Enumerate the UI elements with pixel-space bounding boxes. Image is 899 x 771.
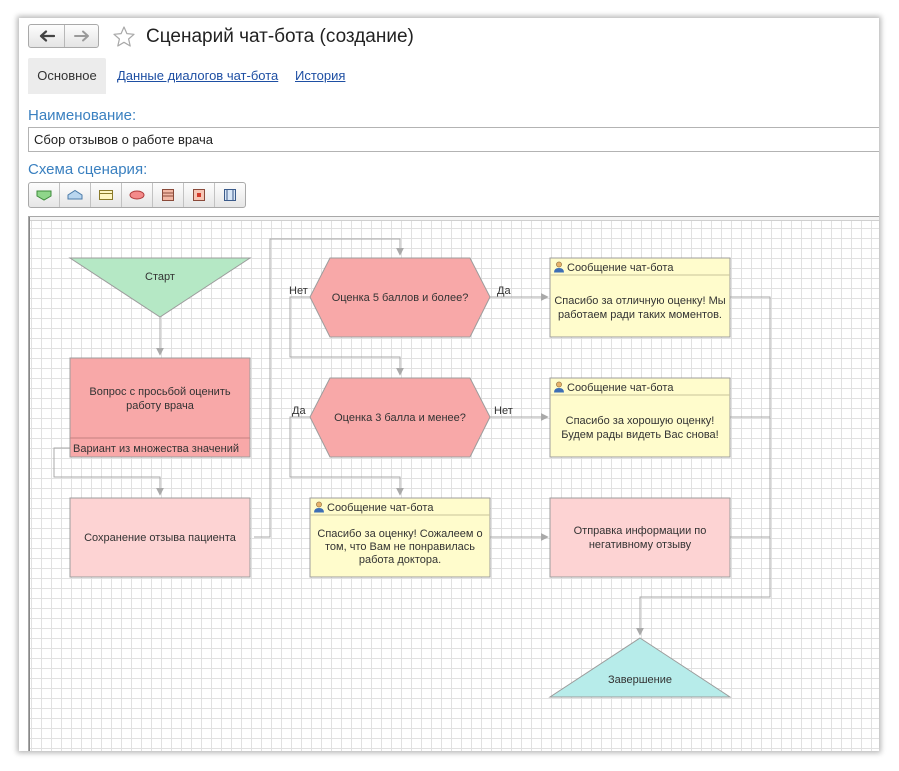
schema-label: Схема сценария: xyxy=(28,161,148,178)
node-message-2-line1: Спасибо за хорошую оценку! xyxy=(566,415,715,427)
node-start[interactable]: Старт xyxy=(68,257,252,318)
tab-main[interactable]: Основное xyxy=(28,58,106,94)
add-action-button[interactable] xyxy=(122,183,153,207)
edge-label-q3-yes: Да xyxy=(292,405,306,417)
node-negative-feedback[interactable]: Отправка информации по негативному отзыв… xyxy=(549,497,731,578)
schema-canvas[interactable]: Нет Да Да Нет Старт Вопрос с просьбой оц… xyxy=(28,216,879,751)
save-shape-icon xyxy=(193,189,205,201)
node-message-3-header: Сообщение чат-бота xyxy=(327,502,434,514)
star-icon xyxy=(113,26,135,47)
node-message-1-header: Сообщение чат-бота xyxy=(567,262,674,274)
back-button[interactable] xyxy=(29,25,65,47)
node-negative-line2: негативному отзыву xyxy=(589,539,692,551)
add-start-button[interactable] xyxy=(29,183,60,207)
favorite-button[interactable] xyxy=(112,25,136,49)
node-save[interactable]: Сохранение отзыва пациента xyxy=(69,497,251,578)
node-ask[interactable]: Вопрос с просьбой оценить работу врача В… xyxy=(69,357,251,458)
node-question-5[interactable]: Оценка 5 баллов и более? xyxy=(309,257,491,338)
name-input[interactable] xyxy=(28,127,879,152)
edge-q5-no-q3 xyxy=(289,296,404,376)
user-icon xyxy=(314,501,324,513)
scenario-diagram: Нет Да Да Нет Старт Вопрос с просьбой оц… xyxy=(53,238,771,698)
tab-history[interactable]: История xyxy=(295,68,346,83)
page-title: Сценарий чат-бота (создание) xyxy=(146,26,414,47)
node-question-5-label: Оценка 5 баллов и более? xyxy=(332,292,469,304)
node-message-3-line3: работа доктора. xyxy=(359,554,441,566)
name-label: Наименование: xyxy=(28,107,137,124)
node-start-label: Старт xyxy=(145,271,175,283)
add-end-button[interactable] xyxy=(60,183,91,207)
edge-save-q5 xyxy=(254,238,404,538)
node-message-3-line2: том, что Вам не понравилась xyxy=(325,541,475,553)
node-message-1-line1: Спасибо за отличную оценку! Мы xyxy=(554,295,725,307)
node-ask-line2: работу врача xyxy=(126,400,195,412)
forward-button[interactable] xyxy=(64,25,99,47)
end-shape-icon xyxy=(67,189,83,200)
question-shape-icon xyxy=(162,189,174,201)
node-negative-line1: Отправка информации по xyxy=(574,525,707,537)
add-message-button[interactable] xyxy=(91,183,122,207)
user-icon xyxy=(554,261,564,273)
node-message-1[interactable]: Сообщение чат-бота Спасибо за отличную о… xyxy=(549,257,731,338)
edge-ask-save xyxy=(53,447,164,496)
navigation-buttons xyxy=(28,24,99,48)
edge-label-q3-no: Нет xyxy=(494,405,513,417)
form-window: Сценарий чат-бота (создание) Основное Да… xyxy=(19,18,879,751)
edge-q3-yes-msg3 xyxy=(289,416,404,496)
node-message-1-line2: работаем ради таких моментов. xyxy=(558,309,722,321)
action-shape-icon xyxy=(129,190,145,200)
node-end[interactable]: Завершение xyxy=(548,637,732,698)
node-ask-line1: Вопрос с просьбой оценить xyxy=(89,386,230,398)
node-end-label: Завершение xyxy=(608,674,672,686)
arrow-left-icon xyxy=(39,30,55,42)
schema-toolbar xyxy=(28,182,246,208)
node-message-2-line2: Будем рады видеть Вас снова! xyxy=(561,429,718,441)
node-question-3[interactable]: Оценка 3 балла и менее? xyxy=(309,377,491,458)
arrow-right-icon xyxy=(73,30,89,42)
node-message-2[interactable]: Сообщение чат-бота Спасибо за хорошую оц… xyxy=(549,377,731,458)
node-message-3[interactable]: Сообщение чат-бота Спасибо за оценку! Со… xyxy=(309,497,491,578)
edge-label-q5-no: Нет xyxy=(289,285,308,297)
add-save-button[interactable] xyxy=(184,183,215,207)
user-icon xyxy=(554,381,564,393)
node-ask-footer: Вариант из множества значений xyxy=(73,443,239,455)
node-message-3-line1: Спасибо за оценку! Сожалеем о xyxy=(317,528,482,540)
edge-label-q5-yes: Да xyxy=(497,285,511,297)
add-question-button[interactable] xyxy=(153,183,184,207)
node-save-label: Сохранение отзыва пациента xyxy=(84,532,237,544)
edge-msg1-end xyxy=(636,296,771,636)
start-shape-icon xyxy=(36,190,52,201)
add-panel-button[interactable] xyxy=(215,183,245,207)
tab-dialog-data[interactable]: Данные диалогов чат-бота xyxy=(117,68,279,83)
panel-shape-icon xyxy=(224,189,236,201)
message-shape-icon xyxy=(99,190,113,200)
node-question-3-label: Оценка 3 балла и менее? xyxy=(334,412,466,424)
node-message-2-header: Сообщение чат-бота xyxy=(567,382,674,394)
